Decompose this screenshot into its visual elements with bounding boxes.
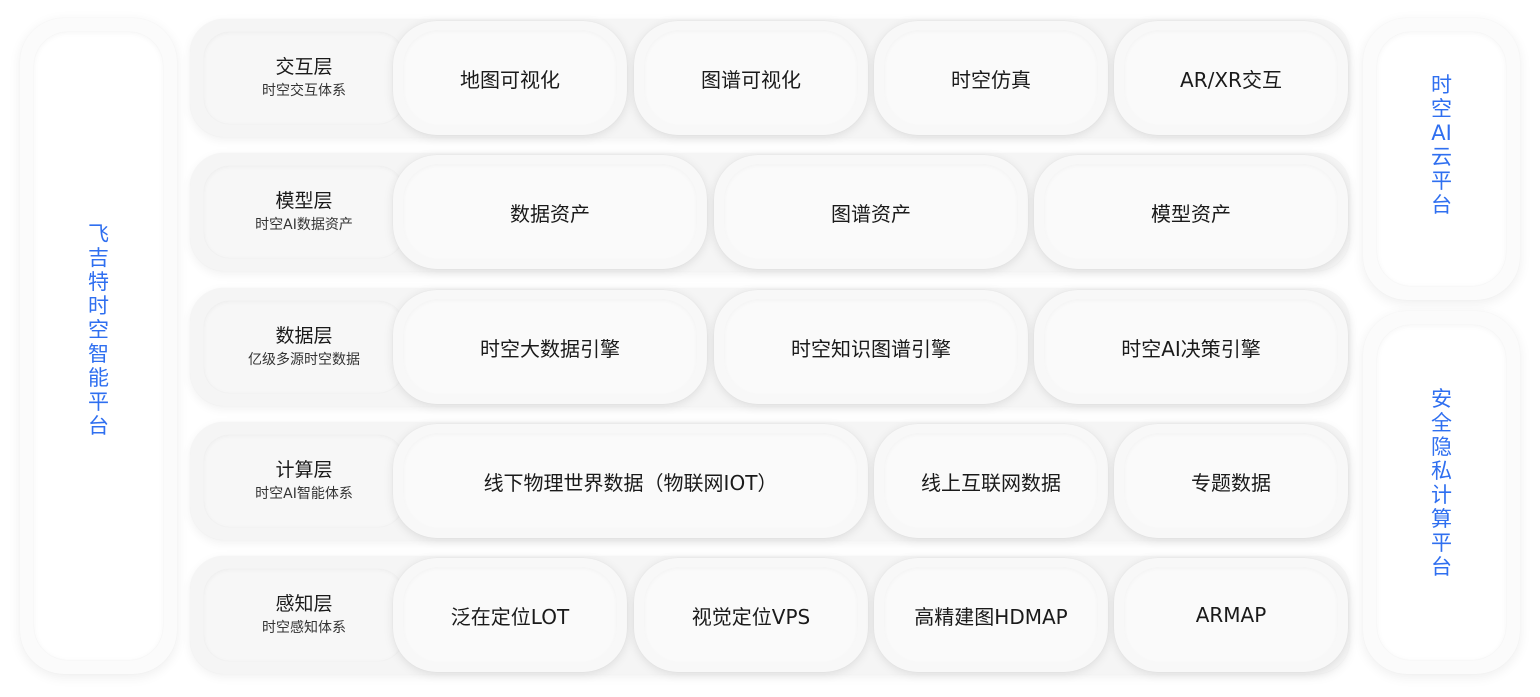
layer-item-text: ARMAP <box>1124 567 1338 663</box>
layer-item: AR/XR交互 <box>1114 21 1348 135</box>
layer-item-text: 图谱资产 <box>724 164 1018 260</box>
right-platform-ai-cloud-inner: 时空AI云平台 <box>1377 32 1506 286</box>
layer-label: 感知层 时空感知体系 <box>204 569 404 661</box>
layer-row-perception: 感知层 时空感知体系 泛在定位LOT 视觉定位VPS 高精建图HDMAP ARM… <box>190 556 1350 674</box>
layer-item-text: 高精建图HDMAP <box>884 567 1098 663</box>
layer-item-text: 数据资产 <box>403 164 697 260</box>
layer-item: 高精建图HDMAP <box>874 558 1108 672</box>
layer-item-text: 线上互联网数据 <box>884 433 1098 529</box>
layer-item-text: 时空AI决策引擎 <box>1044 299 1338 395</box>
layer-item: 时空大数据引擎 <box>393 290 707 404</box>
layer-desc: 时空AI数据资产 <box>255 217 353 233</box>
layer-item-text: 时空知识图谱引擎 <box>724 299 1018 395</box>
layer-row-model: 模型层 时空AI数据资产 数据资产 图谱资产 模型资产 <box>190 153 1350 271</box>
layer-name: 交互层 <box>275 56 333 78</box>
layer-item-text: 专题数据 <box>1124 433 1338 529</box>
layer-item-text: 时空大数据引擎 <box>403 299 697 395</box>
layer-item: 图谱可视化 <box>634 21 868 135</box>
layer-label: 交互层 时空交互体系 <box>204 32 404 124</box>
left-platform-panel: 飞吉特时空智能平台 <box>20 18 177 674</box>
layer-item-text: 泛在定位LOT <box>403 567 617 663</box>
layer-desc: 时空感知体系 <box>262 620 346 636</box>
layer-label: 模型层 时空AI数据资产 <box>204 166 404 258</box>
right-platform-privacy-inner: 安全隐私计算平台 <box>1377 325 1506 660</box>
layer-desc: 亿级多源时空数据 <box>248 352 360 368</box>
layer-name: 感知层 <box>275 593 333 615</box>
layer-item: 地图可视化 <box>393 21 627 135</box>
left-platform-label: 飞吉特时空智能平台 <box>88 222 109 438</box>
layer-item-text: 图谱可视化 <box>644 30 858 126</box>
layer-desc: 时空AI智能体系 <box>255 486 353 502</box>
layer-name: 模型层 <box>275 190 333 212</box>
layer-item: 图谱资产 <box>714 155 1028 269</box>
layer-name: 计算层 <box>275 459 333 481</box>
layer-item-text: 视觉定位VPS <box>644 567 858 663</box>
privacy-computing-label: 安全隐私计算平台 <box>1431 386 1452 579</box>
left-platform-inner: 飞吉特时空智能平台 <box>34 32 163 660</box>
layer-item-text: AR/XR交互 <box>1124 30 1338 126</box>
layer-item-text: 地图可视化 <box>403 30 617 126</box>
layer-item: 时空知识图谱引擎 <box>714 290 1028 404</box>
layer-item: ARMAP <box>1114 558 1348 672</box>
layer-item-text: 时空仿真 <box>884 30 1098 126</box>
layer-item: 时空仿真 <box>874 21 1108 135</box>
layer-item: 模型资产 <box>1034 155 1348 269</box>
layer-item: 时空AI决策引擎 <box>1034 290 1348 404</box>
right-platform-ai-cloud: 时空AI云平台 <box>1363 18 1520 300</box>
right-platform-privacy: 安全隐私计算平台 <box>1363 311 1520 674</box>
layer-item-text: 线下物理世界数据（物联网IOT） <box>403 433 858 529</box>
layer-item: 视觉定位VPS <box>634 558 868 672</box>
layer-item: 线下物理世界数据（物联网IOT） <box>393 424 868 538</box>
layer-row-interaction: 交互层 时空交互体系 地图可视化 图谱可视化 时空仿真 AR/XR交互 <box>190 19 1350 137</box>
layer-label: 数据层 亿级多源时空数据 <box>204 301 404 393</box>
layer-item-text: 模型资产 <box>1044 164 1338 260</box>
layer-item: 线上互联网数据 <box>874 424 1108 538</box>
layer-item: 泛在定位LOT <box>393 558 627 672</box>
layer-item: 专题数据 <box>1114 424 1348 538</box>
layer-name: 数据层 <box>275 325 333 347</box>
layer-desc: 时空交互体系 <box>262 83 346 99</box>
layer-row-compute: 计算层 时空AI智能体系 线下物理世界数据（物联网IOT） 线上互联网数据 专题… <box>190 422 1350 540</box>
layer-row-data: 数据层 亿级多源时空数据 时空大数据引擎 时空知识图谱引擎 时空AI决策引擎 <box>190 288 1350 406</box>
layer-label: 计算层 时空AI智能体系 <box>204 435 404 527</box>
layer-item: 数据资产 <box>393 155 707 269</box>
ai-cloud-label: 时空AI云平台 <box>1431 73 1452 217</box>
